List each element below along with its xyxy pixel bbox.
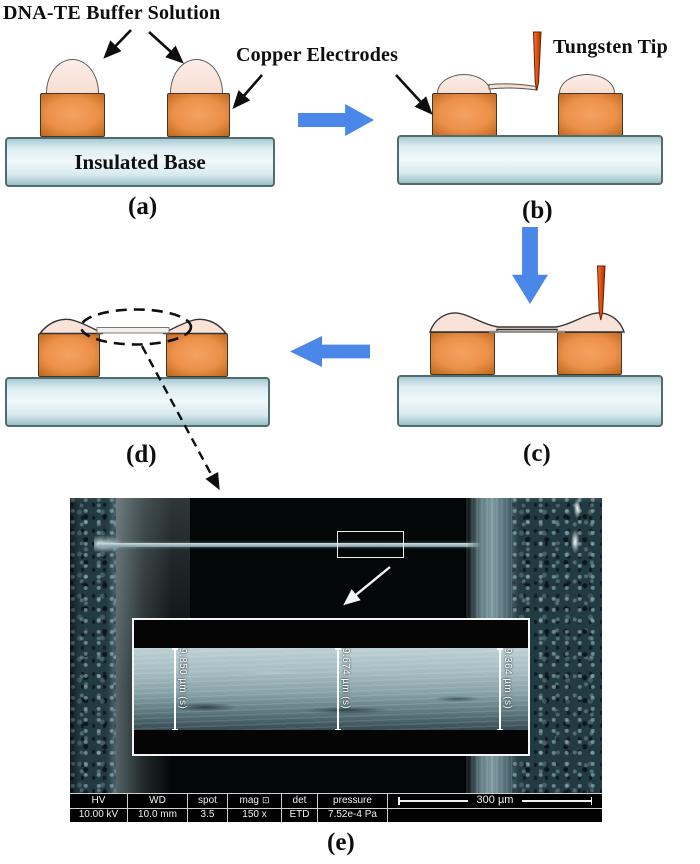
- sem-zoom-region-box: [337, 531, 404, 558]
- info-value: 7.52e-4 Pa: [328, 809, 377, 821]
- buffer-droplet-b-left: [437, 74, 491, 93]
- process-arrow-b-to-c: [512, 227, 548, 304]
- sem-right-electrode-wall: [512, 498, 602, 822]
- residual-droplet-d-right: [162, 318, 228, 335]
- dna-te-buffer-label: DNA-TE Buffer Solution: [3, 2, 221, 24]
- measurement-line-icon: [497, 648, 502, 730]
- insulated-base-c: [397, 375, 663, 427]
- info-value: ETD: [289, 809, 310, 821]
- tungsten-tip-c: [596, 265, 606, 321]
- insulated-base-b: [397, 135, 663, 185]
- pointer-arrow-buffer-right-icon: [148, 31, 184, 64]
- scale-tick-left-icon: [398, 796, 400, 805]
- panel-label-d: (d): [126, 441, 157, 468]
- panel-label-b: (b): [522, 197, 553, 224]
- panel-label-e: (e): [327, 829, 355, 856]
- pointer-arrow-copper-a-icon: [232, 74, 263, 109]
- measurement-value-2: 9.674 µm (s): [340, 648, 351, 710]
- info-col-pressure: pressure 7.52e-4 Pa: [318, 794, 388, 822]
- tungsten-tip-b: [532, 31, 542, 91]
- tungsten-tip-label: Tungsten Tip: [553, 36, 668, 58]
- residual-droplet-d-left: [38, 318, 104, 335]
- measurement-line-icon: [172, 648, 177, 730]
- scale-line-left-icon: [399, 800, 468, 802]
- info-col-hv: HV 10.00 kV: [70, 794, 128, 822]
- scale-bar: 300 µm: [388, 794, 602, 809]
- mag-label: mag: [239, 794, 259, 806]
- copper-electrode-c-left: [430, 332, 495, 375]
- panel-label-c: (c): [523, 440, 551, 467]
- measurement-marker-3: 9.364 µm (s): [497, 648, 513, 730]
- dna-film-c: [429, 312, 625, 333]
- copper-electrode-c-right: [557, 332, 622, 375]
- inset-fiber-bundle: [134, 648, 528, 730]
- pointer-arrow-copper-b-icon: [395, 74, 433, 115]
- copper-electrode-a-left: [40, 93, 105, 137]
- scale-tick-right-icon: [590, 796, 593, 805]
- buffer-droplet-b-right: [559, 74, 615, 93]
- buffer-droplet-a-left: [46, 59, 99, 93]
- info-label: det: [282, 794, 317, 809]
- measurement-value-3: 9.364 µm (s): [502, 648, 513, 710]
- scale-bar-label: 300 µm: [476, 794, 514, 807]
- info-col-mag: mag ⊡ 150 x: [228, 794, 282, 822]
- sem-inset-magnified: 9.850 µm (s) 9.674 µm (s) 9.364 µm (s): [132, 618, 530, 756]
- info-col-det: det ETD: [282, 794, 318, 822]
- sem-bright-streak: [568, 498, 586, 560]
- process-arrow-a-to-b: [298, 104, 374, 136]
- sem-info-bar: HV 10.00 kV WD 10.0 mm spot 3.5 mag ⊡ 15…: [70, 793, 602, 822]
- info-label: pressure: [318, 794, 387, 809]
- pointer-arrow-buffer-left-icon: [103, 29, 132, 59]
- info-value: 10.00 kV: [78, 809, 119, 821]
- measurement-marker-2: 9.674 µm (s): [335, 648, 351, 730]
- mag-display-icon: ⊡: [261, 795, 270, 806]
- copper-electrode-d-right: [166, 333, 228, 377]
- insulated-base-label: Insulated Base: [74, 149, 206, 174]
- info-label: spot: [188, 794, 227, 809]
- scale-line-right-icon: [522, 800, 591, 802]
- scale-bar-cell: 300 µm: [388, 794, 602, 822]
- info-label: WD: [128, 794, 187, 809]
- info-label: mag ⊡: [228, 794, 281, 809]
- info-label: HV: [70, 794, 127, 809]
- copper-electrode-b-right: [558, 93, 623, 137]
- info-col-wd: WD 10.0 mm: [128, 794, 188, 822]
- measurement-marker-1: 9.850 µm (s): [172, 648, 188, 730]
- insulated-base-a: Insulated Base: [5, 137, 275, 187]
- copper-electrode-b-left: [432, 93, 497, 137]
- sem-dna-fiber: [98, 543, 504, 547]
- info-col-spot: spot 3.5: [188, 794, 228, 822]
- dna-bundle-bridge-d: [96, 327, 170, 334]
- insulated-base-d: [5, 377, 270, 427]
- panel-label-a: (a): [128, 193, 158, 220]
- process-arrow-c-to-d: [290, 336, 370, 367]
- measurement-line-icon: [335, 648, 340, 730]
- copper-electrode-a-right: [167, 93, 230, 137]
- measurement-value-1: 9.850 µm (s): [177, 648, 188, 710]
- info-value: 3.5: [200, 809, 215, 821]
- info-value: 150 x: [242, 809, 267, 821]
- copper-electrodes-label: Copper Electrodes: [236, 44, 399, 66]
- sem-micrograph: 9.850 µm (s) 9.674 µm (s) 9.364 µm (s) H…: [70, 498, 602, 822]
- buffer-droplet-a-right: [170, 59, 223, 93]
- dna-strand-b: [488, 83, 537, 91]
- info-value: 10.0 mm: [138, 809, 177, 821]
- copper-electrode-d-left: [38, 333, 100, 377]
- scale-bar-empty-row: [388, 809, 602, 823]
